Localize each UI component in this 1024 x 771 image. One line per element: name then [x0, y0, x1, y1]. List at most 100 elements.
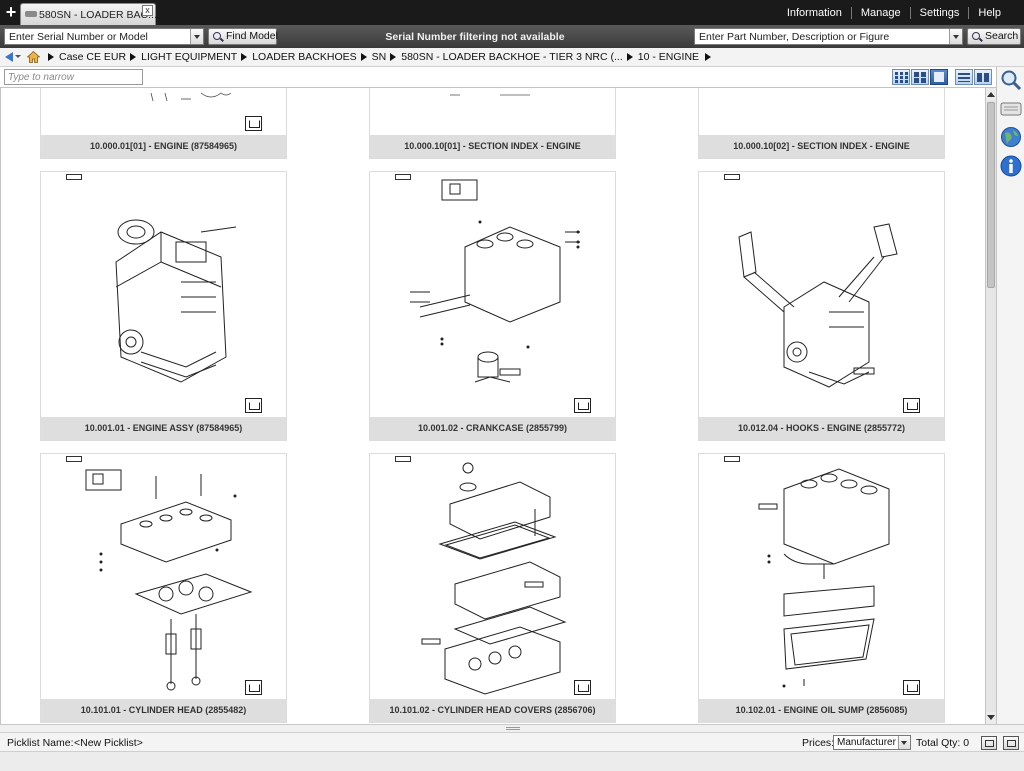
chevron-right-icon: [130, 53, 137, 61]
scroll-down-icon[interactable]: [986, 712, 996, 724]
crumb-model[interactable]: 580SN - LOADER BACKHOE - TIER 3 NRC (...: [390, 51, 623, 63]
serial-combo[interactable]: [4, 28, 204, 45]
open-figure-icon[interactable]: [245, 116, 262, 131]
find-model-label: Find Model: [226, 30, 278, 42]
part-dropdown-icon[interactable]: [949, 29, 962, 44]
figure-card[interactable]: 10.001.01 - ENGINE ASSY (87584965): [40, 171, 287, 441]
title-bar: + 580SN - LOADER BAC... x Information Ma…: [0, 0, 1024, 25]
breadcrumb-bar: Case CE EUR LIGHT EQUIPMENT LOADER BACKH…: [0, 48, 1024, 67]
back-arrow-icon[interactable]: [5, 52, 13, 62]
figure-card[interactable]: 10.101.02 - CYLINDER HEAD COVERS (285670…: [369, 453, 616, 723]
figure-caption: 10.101.01 - CYLINDER HEAD (2855482): [41, 699, 286, 722]
history-dropdown-icon[interactable]: [15, 55, 21, 58]
figure-card[interactable]: 10.000.10[01] - SECTION INDEX - ENGINE: [369, 88, 616, 159]
view-small-grid-button[interactable]: [892, 69, 910, 85]
crumb-series[interactable]: SN: [360, 51, 386, 63]
part-search-input[interactable]: [695, 29, 949, 44]
open-figure-icon[interactable]: [903, 680, 920, 695]
nav-settings[interactable]: Settings: [909, 6, 969, 19]
chevron-down-icon[interactable]: [898, 736, 910, 749]
cylinder-head-covers-thumbnail: [421, 462, 567, 695]
engine-diagram-thumbnail: [150, 92, 232, 102]
open-figure-icon[interactable]: [903, 398, 920, 413]
chevron-right-icon: [390, 53, 397, 61]
figure-card[interactable]: 10.012.04 - HOOKS - ENGINE (2855772): [698, 171, 945, 441]
view-medium-grid-button[interactable]: [911, 69, 929, 85]
serial-input[interactable]: [5, 29, 190, 44]
figure-grid: 10.000.01[01] - ENGINE (87584965) 10.000…: [0, 88, 985, 724]
search-toolbar: Find Model Serial Number filtering not a…: [0, 25, 1024, 48]
nav-information[interactable]: Information: [786, 6, 842, 19]
figure-card[interactable]: 10.101.01 - CYLINDER HEAD (2855482): [40, 453, 287, 723]
crumb-section[interactable]: 10 - ENGINE: [626, 51, 700, 63]
search-button[interactable]: Search: [967, 28, 1021, 45]
engine-oil-sump-thumbnail: [758, 468, 890, 688]
picklist-bar: Picklist Name: <New Picklist> Prices: Ma…: [0, 732, 1024, 752]
tab-label: 580SN - LOADER BAC...: [39, 9, 157, 21]
maximize-panel-icon[interactable]: [1003, 736, 1019, 750]
figure-caption: 10.000.10[02] - SECTION INDEX - ENGINE: [699, 135, 944, 158]
cylinder-head-thumbnail: [85, 469, 253, 691]
note-flag-icon: [66, 456, 82, 462]
figure-caption: 10.000.10[01] - SECTION INDEX - ENGINE: [370, 135, 615, 158]
engine-assy-thumbnail: [115, 219, 237, 383]
home-icon[interactable]: [27, 51, 40, 63]
note-flag-icon: [724, 174, 740, 180]
chevron-right-icon: [360, 53, 367, 61]
note-flag-icon: [66, 174, 82, 180]
restore-panel-icon[interactable]: [981, 736, 997, 750]
scroll-up-icon[interactable]: [986, 88, 996, 100]
scroll-thumb[interactable]: [987, 102, 995, 288]
close-tab-icon[interactable]: x: [142, 5, 153, 16]
open-figure-icon[interactable]: [245, 680, 262, 695]
splitter-grip-icon[interactable]: [506, 727, 520, 730]
crumb-category[interactable]: LIGHT EQUIPMENT: [130, 51, 237, 63]
open-figure-icon[interactable]: [574, 680, 591, 695]
view-split-button[interactable]: [974, 69, 992, 85]
picklist-name-value[interactable]: <New Picklist>: [74, 737, 143, 749]
prices-select[interactable]: Manufacturer: [833, 735, 911, 750]
figure-caption: 10.000.01[01] - ENGINE (87584965): [41, 135, 286, 158]
view-large-grid-button[interactable]: [930, 69, 948, 85]
total-qty: Total Qty: 0: [916, 737, 970, 749]
crumb-label: 580SN - LOADER BACKHOE - TIER 3 NRC (...: [401, 51, 623, 63]
crumb-type[interactable]: LOADER BACKHOES: [241, 51, 357, 63]
crumb-label: LOADER BACKHOES: [252, 51, 357, 63]
crumb-label: 10 - ENGINE: [637, 51, 700, 63]
search-icon: [972, 32, 980, 40]
open-figure-icon[interactable]: [574, 398, 591, 413]
vertical-scrollbar[interactable]: [985, 88, 996, 724]
chevron-right-icon: [241, 53, 248, 61]
figure-caption: 10.102.01 - ENGINE OIL SUMP (2856085): [699, 699, 944, 722]
figure-card[interactable]: 10.000.01[01] - ENGINE (87584965): [40, 88, 287, 159]
nav-manage[interactable]: Manage: [850, 6, 910, 19]
figure-card[interactable]: 10.001.02 - CRANKCASE (2855799): [369, 171, 616, 441]
chevron-right-icon[interactable]: [705, 53, 712, 61]
open-figure-icon[interactable]: [245, 398, 262, 413]
prices-label: Prices:: [802, 737, 835, 749]
new-tab-button[interactable]: +: [5, 2, 17, 22]
globe-icon[interactable]: [1000, 126, 1022, 148]
panel-splitter[interactable]: [0, 724, 1024, 732]
engine-hooks-thumbnail: [738, 223, 898, 388]
filter-bar: [0, 67, 996, 88]
figure-card[interactable]: 10.000.10[02] - SECTION INDEX - ENGINE: [698, 88, 945, 159]
find-model-button[interactable]: Find Model: [208, 28, 278, 45]
nav-help[interactable]: Help: [968, 6, 1010, 19]
part-combo[interactable]: [694, 28, 963, 45]
search-label: Search: [985, 30, 1019, 42]
crumb-label: Case CE EUR: [59, 51, 127, 63]
tab-active-model[interactable]: 580SN - LOADER BAC... x: [20, 3, 157, 25]
info-icon[interactable]: [1000, 155, 1022, 177]
figure-card[interactable]: 10.102.01 - ENGINE OIL SUMP (2856085): [698, 453, 945, 723]
search-icon[interactable]: [1000, 69, 1022, 91]
crumb-brand[interactable]: Case CE EUR: [48, 51, 126, 63]
serial-dropdown-icon[interactable]: [190, 29, 203, 44]
picklist-name-label: Picklist Name:: [7, 737, 74, 749]
narrow-filter-input[interactable]: [4, 69, 143, 85]
keyboard-icon[interactable]: [1000, 98, 1022, 120]
view-list-button[interactable]: [955, 69, 973, 85]
note-flag-icon: [395, 174, 411, 180]
search-icon: [213, 32, 221, 40]
